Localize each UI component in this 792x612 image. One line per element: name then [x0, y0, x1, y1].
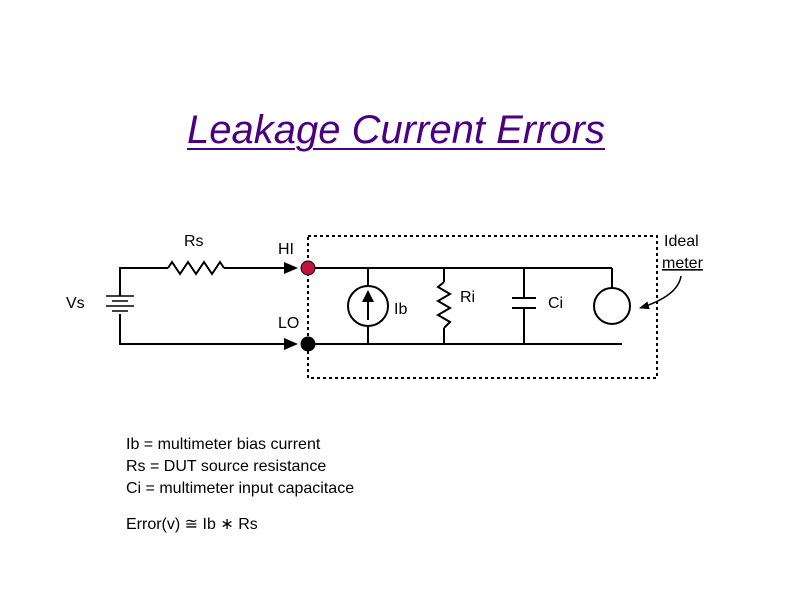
label-ib: Ib	[394, 301, 407, 318]
ideal-meter-symbol	[593, 287, 631, 325]
label-ci: Ci	[548, 295, 563, 312]
page-title: Leakage Current Errors	[187, 108, 605, 152]
legend-item-ib: Ib = multimeter bias current	[126, 436, 321, 453]
bottom-wire-left	[119, 314, 284, 345]
label-ideal: Ideal	[664, 233, 699, 250]
legend-item-rs: Rs = DUT source resistance	[126, 458, 327, 475]
lo-arrow	[284, 338, 298, 350]
label-meter: meter	[662, 255, 704, 272]
legend-item-ci: Ci = multimeter input capacitace	[126, 480, 355, 497]
resistor-ri	[436, 281, 452, 329]
label-rs: Rs	[184, 233, 204, 250]
multimeter-enclosure	[307, 235, 658, 379]
formula-approx-symbol: ≅	[184, 516, 199, 533]
formula-rs: Rs	[238, 516, 258, 533]
source-resistor-rs	[167, 260, 225, 276]
ideal-meter-pointer	[639, 275, 682, 310]
label-ri: Ri	[460, 289, 475, 306]
formula-times-symbol: ∗	[220, 516, 234, 533]
internal-wiring	[308, 267, 622, 345]
formula-lhs: Error(v)	[126, 516, 181, 533]
hi-terminal	[300, 260, 316, 276]
legend: Ib = multimeter bias current Rs = DUT so…	[126, 434, 354, 500]
formula-ib: Ib	[202, 516, 216, 533]
lo-terminal	[300, 336, 316, 352]
error-formula: Error(v) ≅ Ib ∗ Rs	[126, 514, 258, 534]
label-vs: Vs	[66, 295, 85, 312]
source-circuit	[119, 260, 284, 345]
hi-arrow	[284, 262, 298, 274]
current-source-arrow-head	[362, 290, 374, 302]
label-hi: HI	[278, 241, 294, 258]
top-wire-left	[119, 267, 168, 296]
label-lo: LO	[278, 315, 299, 332]
battery-vs-symbol	[106, 295, 134, 312]
